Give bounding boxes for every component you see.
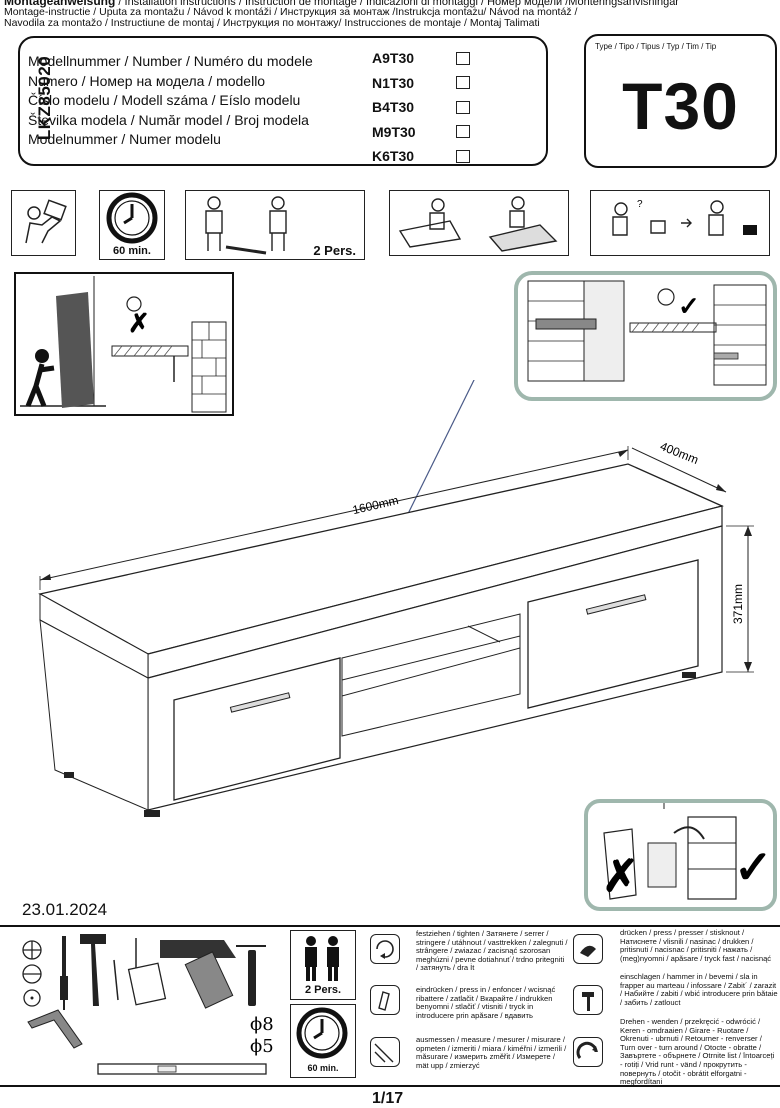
persons-label: 2 Pers. xyxy=(313,243,356,258)
type-code: T30 xyxy=(622,69,739,143)
type-box xyxy=(584,34,777,168)
model-label: Numero / Номер на модела / modello xyxy=(28,72,266,89)
turn-over-legend-text: Drehen - wenden / przekręcić - odwrócić … xyxy=(620,1017,775,1087)
packaging-disposal-illustration: ✗ ✓ xyxy=(602,797,773,901)
tighten-legend-text: festziehen / tighten / Затянете / serrer… xyxy=(416,929,568,973)
model-code-list: A9T30 N1T30 B4T30 M9T30 K6T30 xyxy=(372,46,470,169)
svg-text:?: ? xyxy=(637,199,643,210)
worker-on-carpet-icon xyxy=(398,196,558,252)
press-in-legend-icon xyxy=(370,985,400,1015)
screw-head-icons xyxy=(22,940,42,1007)
header-line-2: Montage-instructie / Uputa za montažu / … xyxy=(4,6,578,18)
model-checkbox[interactable] xyxy=(456,125,470,139)
hammer-legend-text: einschlagen / hammer in / bevemi / sla i… xyxy=(620,972,778,1007)
model-label: Modellnummer / Number / Numéro du modele xyxy=(28,53,313,69)
two-workers-carrying-icon xyxy=(205,196,287,255)
measure-legend-icon xyxy=(370,1037,400,1067)
time-label: 60 min. xyxy=(113,245,151,257)
drill-size-8: ϕ8 xyxy=(250,1014,274,1035)
two-persons-icon xyxy=(305,936,339,981)
model-checkbox[interactable] xyxy=(456,100,470,114)
model-checkbox[interactable] xyxy=(456,51,470,65)
model-label: Številka modela / Număr model / Broj mod… xyxy=(28,111,309,128)
tools-clock-icon xyxy=(296,1007,348,1059)
tools-time-label: 60 min. xyxy=(307,1063,339,1073)
header-line-3: Navodila za montažo / Instructiune de mo… xyxy=(4,17,540,29)
svg-text:✗: ✗ xyxy=(128,308,150,338)
tipping-warning-box: ✗ xyxy=(14,272,234,416)
tipping-over-illustration: ✗ xyxy=(20,276,227,413)
measure-legend-text: ausmessen / measure / mesurer / misurare… xyxy=(416,1035,567,1070)
press-in-legend-text: eindrücken / press in / enfoncer / wcisn… xyxy=(416,985,556,1020)
model-code-row: K6T30 xyxy=(372,144,470,169)
drill-size-5: ϕ5 xyxy=(250,1036,274,1057)
press-legend-icon xyxy=(573,934,603,964)
svg-text:✗: ✗ xyxy=(602,852,639,901)
model-checkbox[interactable] xyxy=(456,149,470,163)
read-instructions-step xyxy=(11,190,76,256)
tools-time-box: 60 min. xyxy=(290,1004,356,1078)
type-label: Type / Tipo / Tipus / Typ / Tim / Tip xyxy=(595,42,717,51)
svg-text:✓: ✓ xyxy=(734,841,773,893)
tv-stand-drawing: 1600mm 400mm 371mm xyxy=(38,380,754,817)
document-date: 23.01.2024 xyxy=(22,900,108,919)
model-labels: Modellnummer / Number / Numéro du modele… xyxy=(28,52,313,150)
width-dimension-label: 1600mm xyxy=(351,493,400,517)
svg-text:✓: ✓ xyxy=(678,291,700,321)
time-step: 60 min. xyxy=(99,190,165,260)
header-line-1: Montageanweisung / Installation instruct… xyxy=(4,0,679,8)
model-label: Modelnummer / Numer modelu xyxy=(28,131,221,147)
tools-bottom-divider xyxy=(0,1085,780,1087)
tools-persons-label: 2 Pers. xyxy=(304,984,342,996)
person-reading-icon xyxy=(25,199,67,244)
hammer-legend-icon xyxy=(573,985,603,1015)
wall-anchor-illustration: ✓ xyxy=(527,280,767,386)
model-number-box xyxy=(18,36,548,166)
tools-illustration: ϕ8 ϕ5 xyxy=(22,934,274,1075)
work-surface-step xyxy=(389,190,569,256)
model-code-row: A9T30 xyxy=(372,46,470,71)
tools-top-divider xyxy=(0,925,780,927)
tools-persons-box: 2 Pers. xyxy=(290,930,356,1000)
clock-icon xyxy=(106,192,158,244)
wall-anchor-detail-box: ✓ xyxy=(514,271,777,401)
press-legend-text: drücken / press / presser / stisknout / … xyxy=(620,928,772,963)
model-code-row: N1T30 xyxy=(372,71,470,96)
disposal-box: ✗ ✓ xyxy=(584,797,777,911)
model-checkbox[interactable] xyxy=(456,76,470,90)
model-code-row: B4T30 xyxy=(372,95,470,120)
tighten-legend-icon xyxy=(370,934,400,964)
worker-confused-call-icon: ? xyxy=(612,199,757,236)
height-dimension-label: 371mm xyxy=(731,584,745,624)
missing-parts-step: ? xyxy=(590,190,770,256)
model-code-row: M9T30 xyxy=(372,120,470,145)
page-number: 1/17 xyxy=(372,1090,404,1107)
two-person-step: 2 Pers. xyxy=(185,190,365,260)
turn-over-legend-icon xyxy=(573,1037,603,1067)
model-label: Číslo modelu / Modell száma / Eíslo mode… xyxy=(28,92,301,108)
